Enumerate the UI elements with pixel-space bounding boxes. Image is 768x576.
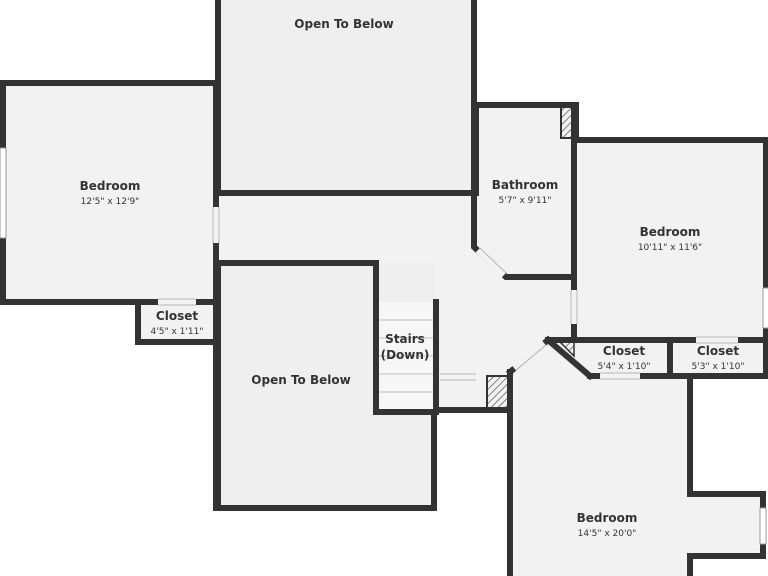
dims-bedroom-bottom: 14'5" x 20'0": [578, 529, 637, 539]
dims-closet-right: 5'3" x 1'10": [692, 362, 745, 372]
window-left-bedroom: [0, 147, 7, 239]
label-open-to-below-center: Open To Below: [251, 373, 350, 387]
bedroom-left-floor: [3, 83, 216, 302]
windows: [0, 147, 768, 545]
window-right-bedroom: [762, 287, 768, 329]
label-bathroom: Bathroom: [492, 178, 558, 192]
label-stairs: Stairs: [385, 332, 425, 346]
label-bedroom-left: Bedroom: [80, 179, 141, 193]
shaft-landing: [486, 375, 510, 409]
dims-bedroom-left: 12'5" x 12'9": [81, 197, 140, 207]
dims-bedroom-right: 10'11" x 11'6": [638, 243, 702, 253]
open-to-below-top-floor: [218, 0, 474, 193]
dims-closet-left: 4'5" x 1'11": [151, 327, 204, 337]
label-closet-mid: Closet: [603, 344, 645, 358]
label-closet-left: Closet: [156, 309, 198, 323]
stair-treads: [379, 302, 436, 410]
label-open-to-below-top: Open To Below: [294, 17, 393, 31]
bedroom-right-floor: [576, 140, 766, 338]
label-closet-right: Closet: [697, 344, 739, 358]
window-bottom-bedroom: [759, 507, 767, 545]
bedroom-bottom-floor: [510, 340, 761, 576]
closet-left-floor: [138, 302, 216, 342]
dims-closet-mid: 5'4" x 1'10": [598, 362, 651, 372]
bathroom-floor: [476, 105, 574, 277]
label-stairs-direction: (Down): [381, 348, 430, 362]
label-bedroom-bottom: Bedroom: [577, 511, 638, 525]
doorways: [158, 207, 738, 381]
label-bedroom-right: Bedroom: [640, 225, 701, 239]
dims-bathroom: 5'7" x 9'11": [499, 196, 552, 206]
